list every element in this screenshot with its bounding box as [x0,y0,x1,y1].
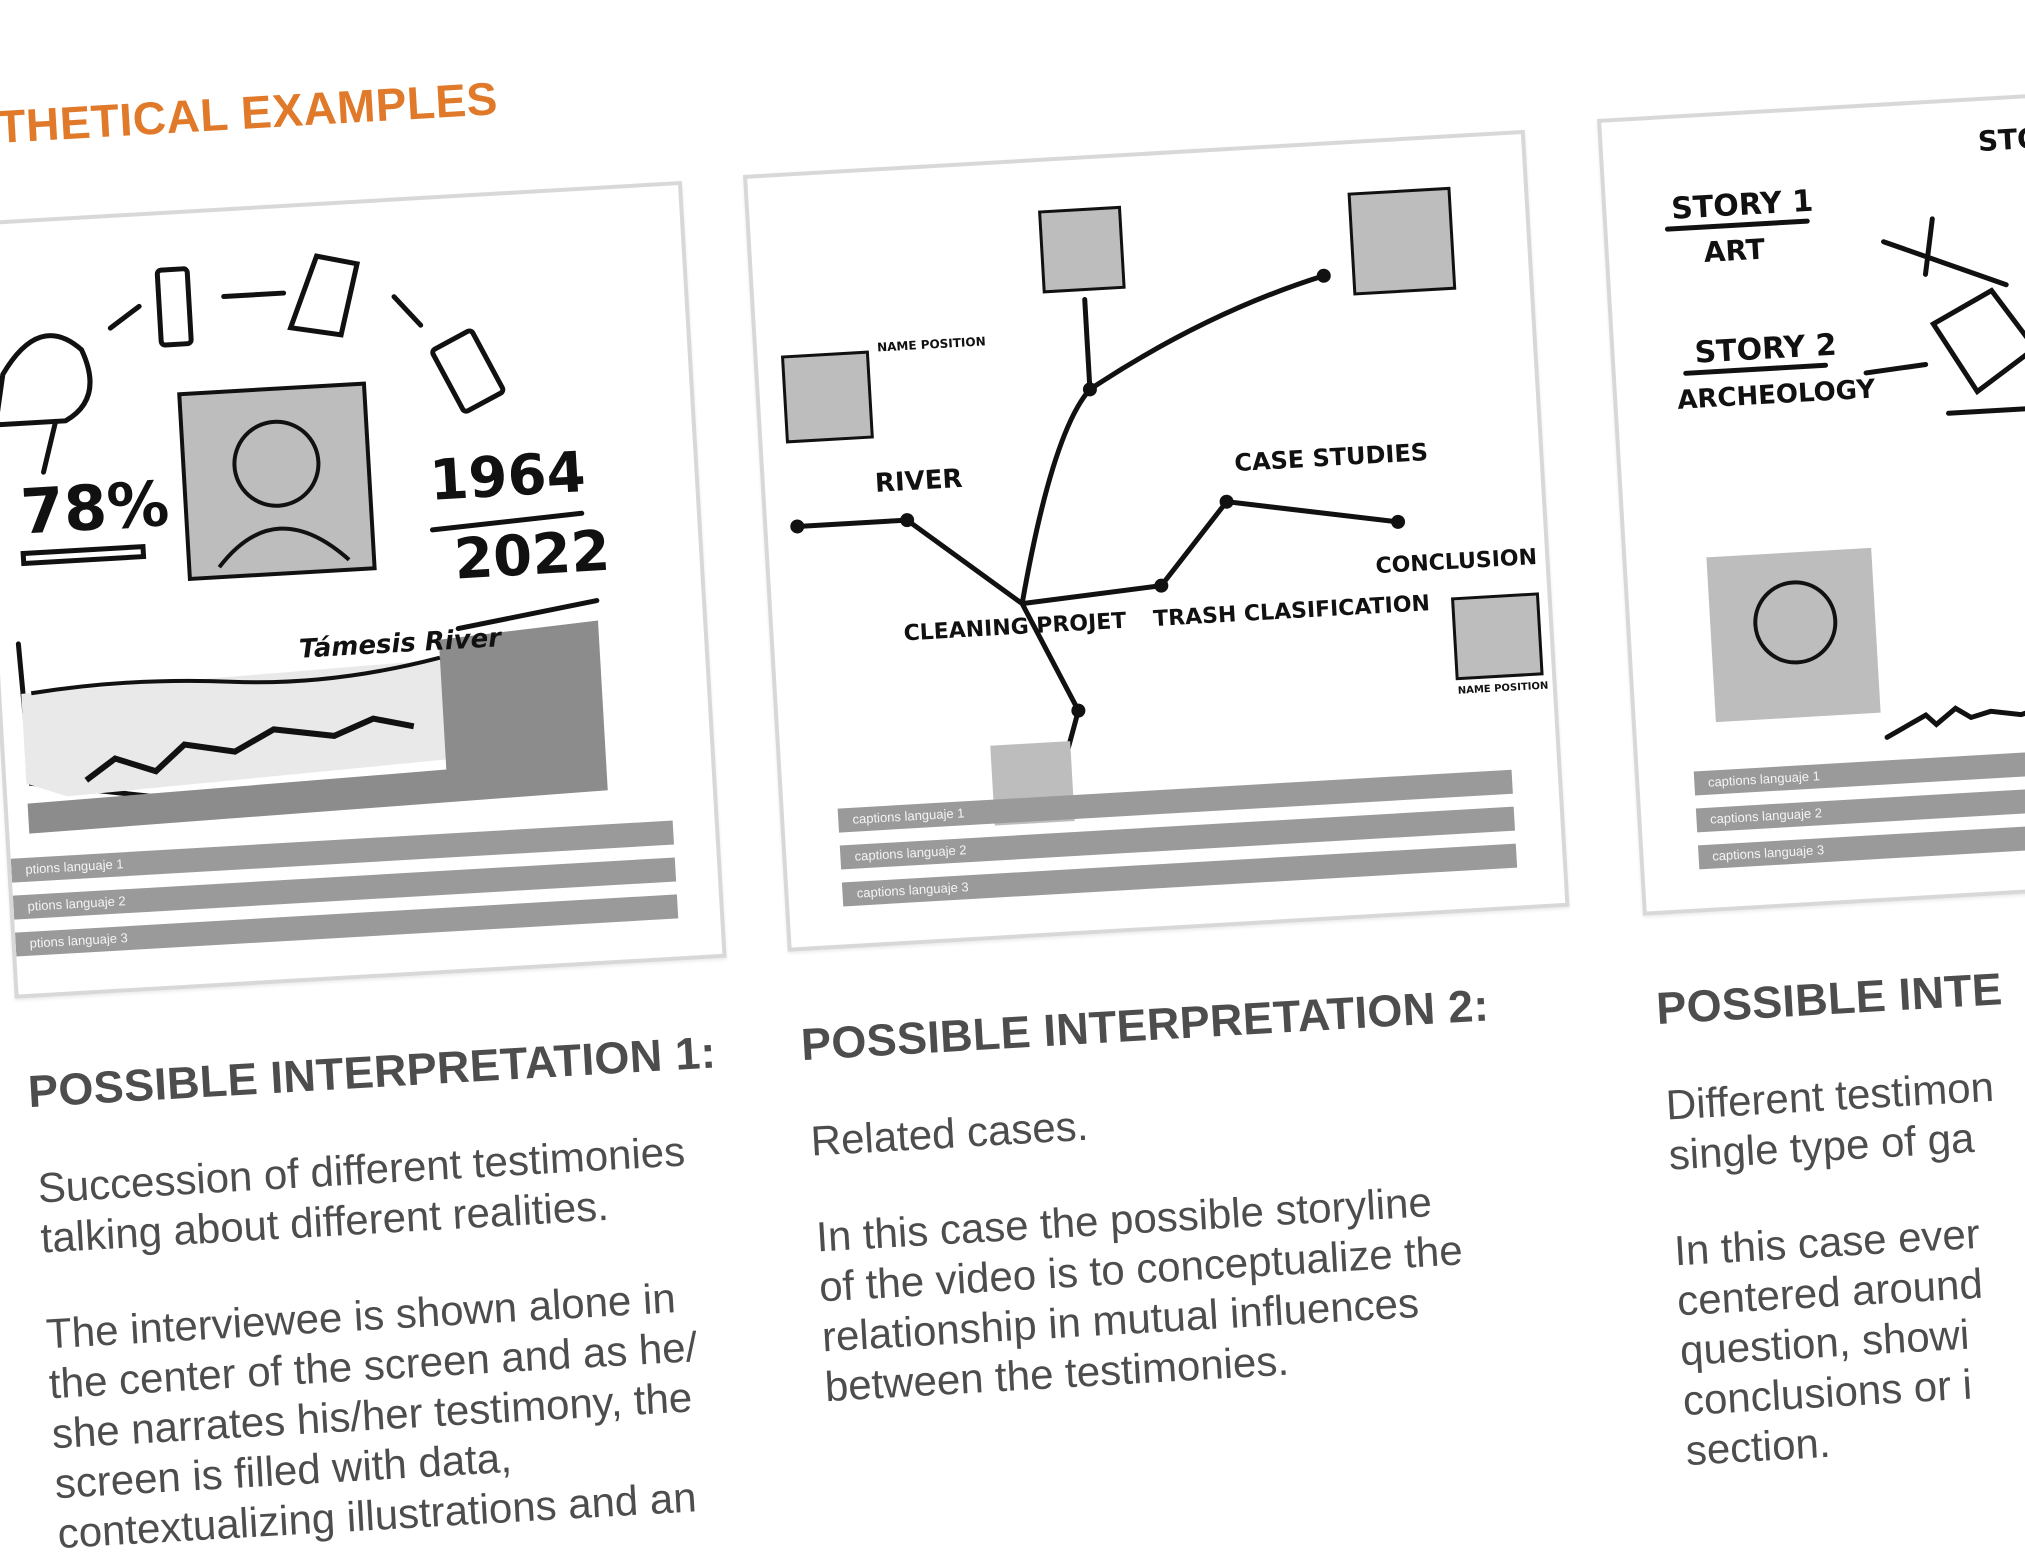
paragraph: Succession of different testimonies talk… [36,1123,749,1264]
interpretation-heading: POSSIBLE INTERPRETATION 2: [799,979,1491,1071]
paragraph: The interviewee is shown alone in the ce… [45,1269,766,1559]
interpretation-1-column: 78% 1964 2022 Támesis River ptions langu… [0,180,766,1560]
interviewee-portrait [177,381,377,582]
year-start-label: 1964 [428,440,587,514]
avatar [1347,186,1457,296]
storyboard-sketch-3: STORY 1 ART STORY 2 ARCHEOLOGY STO [1664,122,2025,740]
smartphone-icon [430,328,506,414]
interpretation-heading: POSSIBLE INTE [1654,963,2004,1035]
river-node-label: RIVER [874,464,963,499]
art-label: ART [1703,233,1766,269]
rotary-phone-icon [0,333,93,428]
interviewee-portrait [1706,547,1881,723]
interviewee-thumbnails [780,186,1544,826]
storyboard-frame-1: 78% 1964 2022 Támesis River ptions langu… [0,180,727,999]
paragraph: In this case ever centered around questi… [1673,1181,2025,1476]
person-icon [1753,580,1838,665]
text-line: Related cases. [809,1101,1090,1165]
paragraph: In this case the possible storyline of t… [815,1168,1603,1412]
archeology-label: ARCHEOLOGY [1676,374,1877,415]
person-icon [232,419,321,508]
story-1-label: STORY 1 [1670,184,1814,227]
year-end-label: 2022 [452,519,611,593]
story-3-label: STO [1977,122,2025,159]
paragraph: Related cases. [809,1072,1589,1167]
storyboard-frame-2: NAME POSITION NAME POSITION RIVER CASE S… [743,129,1570,952]
interpretation-heading: POSSIBLE INTERPRETATION 1: [26,1026,718,1118]
avatar [780,350,874,444]
interpretation-3-column: STORY 1 ART STORY 2 ARCHEOLOGY STO capti… [1597,73,2025,1477]
storyboard-sketch-2: NAME POSITION NAME POSITION RIVER CASE S… [780,186,1549,826]
cleaning-project-node-label: CLEANING PROJET [903,609,1127,647]
section-title: THETICAL EXAMPLES [0,72,500,153]
case-studies-node-label: CASE STUDIES [1234,438,1429,477]
conclusion-node-label: CONCLUSION [1375,545,1538,579]
avatar [1450,592,1544,681]
name-position-label: NAME POSITION [1458,681,1549,697]
flip-phone-icon [287,253,361,338]
story-2-label: STORY 2 [1694,328,1838,371]
avatar [1038,205,1126,294]
percent-label: 78% [19,467,171,548]
interpretation-2-column: NAME POSITION NAME POSITION RIVER CASE S… [743,129,1603,1413]
storyboard-frame-3: STORY 1 ART STORY 2 ARCHEOLOGY STO capti… [1597,73,2025,916]
mobile-phone-icon [154,266,194,348]
name-position-label: NAME POSITION [877,334,986,354]
trash-classification-node-label: TRASH CLASIFICATION [1153,591,1431,632]
storyboard-sketch-1: 78% 1964 2022 Támesis River [0,253,612,834]
paragraph: Different testimon single type of ga [1664,1035,2025,1180]
